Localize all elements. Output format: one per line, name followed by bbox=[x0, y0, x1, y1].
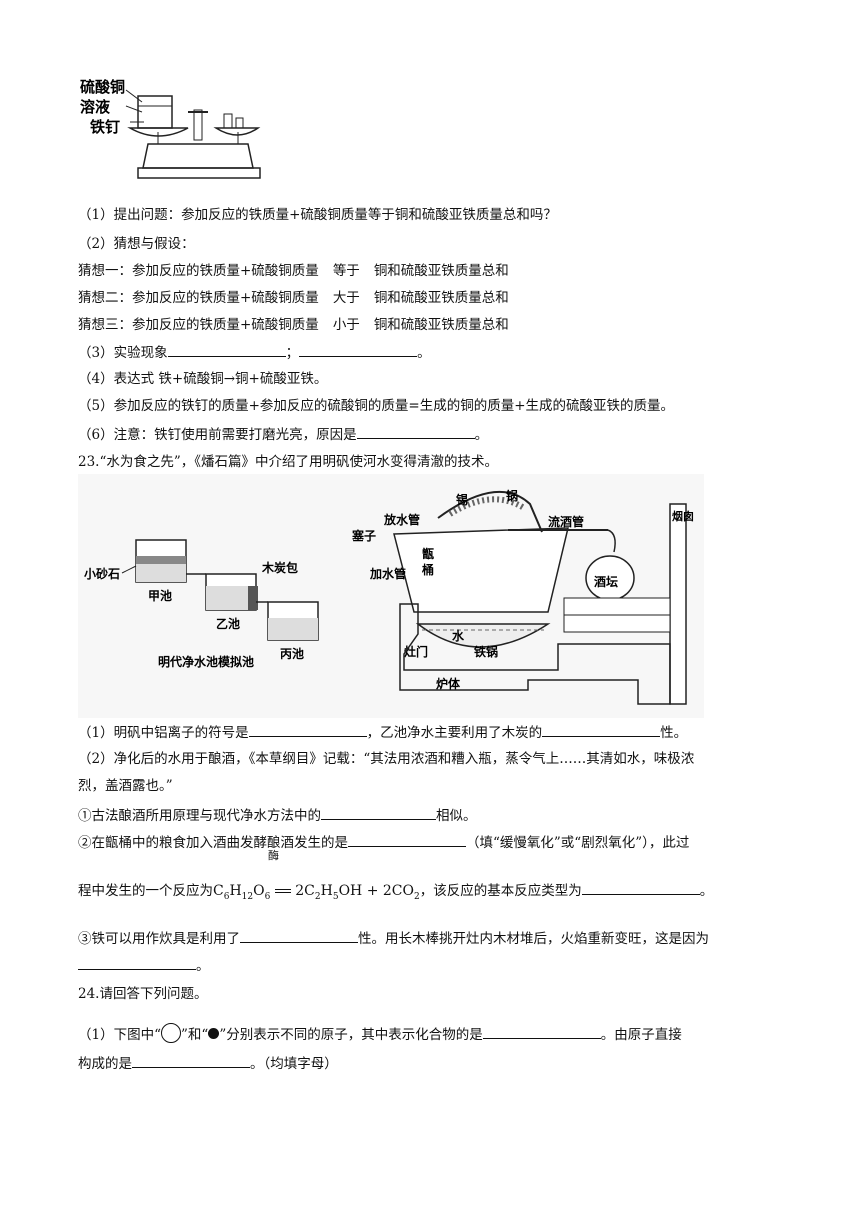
q23-blank-charcoal-property[interactable] bbox=[542, 722, 661, 737]
q24-line-1-b: ”和“ bbox=[181, 1027, 209, 1043]
q23-line-2a: （2）净化后的水用于酿酒，《本草纲目》记载：“其法用浓酒和糟入瓶，蒸令气上……其… bbox=[78, 751, 695, 767]
open-circle-atom-icon bbox=[161, 1023, 181, 1043]
q22-line-3-c: 。 bbox=[417, 345, 431, 361]
q22-line-6-b: 。 bbox=[474, 427, 489, 443]
q23-blank-oxidation[interactable] bbox=[348, 832, 466, 847]
label-pool-yi: 乙池 bbox=[216, 616, 240, 631]
q23-sub-2-cont: 程中发生的一个反应为C6H12O6 2C2H5OH + 2CO2，该反应的基本反… bbox=[78, 880, 713, 907]
label-furnace-body: 炉体 bbox=[436, 676, 461, 691]
figure1-label-copper-sulfate: 硫酸铜 bbox=[80, 78, 125, 96]
q23-sub-2-d: ，该反应的基本反应类型为 bbox=[419, 883, 582, 899]
q24-line-1-c: ”分别表示不同的原子，其中表示化合物的是 bbox=[219, 1027, 483, 1043]
label-stove-door: 灶门 bbox=[404, 644, 428, 659]
q22-line-3: （3）实验现象 ； 。 bbox=[78, 342, 431, 363]
q22-guess-2-b: 大于 bbox=[332, 290, 360, 306]
filled-circle-atom-icon bbox=[208, 1028, 220, 1039]
balance-figure: 硫酸铜 溶液 铁钉 bbox=[80, 78, 261, 179]
q23-blank-reaction-type[interactable] bbox=[581, 880, 700, 895]
q23-sub-2-c: 程中发生的一个反应为 bbox=[78, 883, 213, 899]
q22-line-4: （4）表达式 铁+硫酸铜→铜+硫酸亚铁。 bbox=[78, 371, 328, 387]
q22-line-6: （6）注意：铁钉使用前需要打磨光亮，原因是 。 bbox=[78, 424, 488, 445]
q24-blank-compound[interactable] bbox=[482, 1024, 601, 1039]
q23-sub-2: ②在甑桶中的粮食加入酒曲发酵酿酒发生的是 （填“缓慢氧化”或“剧烈氧化”），此过 bbox=[78, 832, 689, 853]
q23-blank-aluminum-ion[interactable] bbox=[248, 722, 367, 737]
label-water: 水 bbox=[452, 628, 465, 643]
q22-line-6-a: （6）注意：铁钉使用前需要打磨光亮，原因是 bbox=[78, 427, 357, 443]
label-drain-pipe: 放水管 bbox=[383, 512, 420, 527]
q22-line-2: （2）猜想与假设： bbox=[78, 236, 195, 252]
q23-sub-1-b: 相似。 bbox=[436, 808, 477, 824]
q24-line-2: 构成的是 。（均填字母） bbox=[78, 1053, 338, 1074]
q22-guess-3-b: 小于 bbox=[332, 317, 360, 333]
q22-guess-3-a: 猜想三：参加反应的铁质量+硫酸铜质量 bbox=[78, 317, 319, 333]
q23-blank-iron-property[interactable] bbox=[240, 928, 358, 943]
q23-sub-3-a: ③铁可以用作炊具是利用了 bbox=[78, 931, 240, 947]
q23-line-2b: 烈，盖酒露也。” bbox=[78, 778, 173, 794]
q22-guess-3-c: 铜和硫酸亚铁质量总和 bbox=[373, 317, 509, 333]
left-figure-caption: 明代净水池模拟池 bbox=[158, 654, 254, 669]
label-pool-jia: 甲池 bbox=[148, 588, 172, 603]
q22-guess-1-c: 铜和硫酸亚铁质量总和 bbox=[373, 263, 509, 279]
q23-sub-3-b: 性。用长木棒挑开灶内木材堆后，火焰重新变旺，这是因为 bbox=[358, 931, 709, 947]
label-charcoal-bag: 木炭包 bbox=[261, 560, 298, 575]
q23-sub-2-e: 。 bbox=[699, 883, 714, 899]
figure1-label-iron-nail: 铁钉 bbox=[90, 118, 120, 136]
q24-line-1-a: （1）下图中“ bbox=[78, 1027, 161, 1043]
q22-line-5: （5）参加反应的铁钉的质量+参加反应的硫酸铜的质量=生成的铜的质量+生成的硫酸亚… bbox=[78, 398, 675, 414]
label-small-gravel: 小砂石 bbox=[84, 566, 120, 581]
q23-line-1-a: （1）明矾中铝离子的符号是 bbox=[78, 725, 249, 741]
q23-sub-3: ③铁可以用作炊具是利用了 性。用长木棒挑开灶内木材堆后，火焰重新变旺，这是因为 bbox=[78, 928, 709, 949]
q22-line-3-b: ； bbox=[285, 345, 300, 361]
label-zeng: 甑 bbox=[422, 546, 434, 561]
q24-line-2-b: 。（均填字母） bbox=[250, 1056, 338, 1072]
q23-line-1: （1）明矾中铝离子的符号是 ，乙池净水主要利用了木炭的 性。 bbox=[78, 722, 687, 743]
q22-guess-1-a: 猜想一：参加反应的铁质量+硫酸铜质量 bbox=[78, 263, 319, 279]
q23-sub-1-a: ①古法酿酒所用原理与现代净水方法中的 bbox=[78, 808, 321, 824]
q23-enzyme-label: 酶 bbox=[268, 849, 279, 862]
label-tin: 锡 bbox=[456, 492, 468, 507]
q22-blank-phenomenon-1[interactable] bbox=[167, 342, 286, 357]
q24-line-2-a: 构成的是 bbox=[78, 1056, 132, 1072]
q23-blank-method[interactable] bbox=[321, 805, 436, 820]
label-liquor-pipe: 流酒管 bbox=[548, 514, 584, 529]
q22-guess-2: 猜想二：参加反应的铁质量+硫酸铜质量大于铜和硫酸亚铁质量总和 bbox=[78, 288, 509, 308]
label-pool-bing: 丙池 bbox=[280, 646, 304, 661]
q22-guess-3: 猜想三：参加反应的铁质量+硫酸铜质量小于铜和硫酸亚铁质量总和 bbox=[78, 315, 509, 335]
q23-sub-3-c: 。 bbox=[196, 958, 210, 974]
label-iron-pot: 铁锅 bbox=[474, 644, 498, 659]
label-stopper: 塞子 bbox=[352, 528, 376, 543]
q23-sub-1: ①古法酿酒所用原理与现代净水方法中的 相似。 bbox=[78, 805, 477, 826]
q24-line-1-d: 。由原子直接 bbox=[600, 1027, 682, 1043]
q23-title: 23.“水为食之先”，《燔石篇》中介绍了用明矾使河水变得清澈的技术。 bbox=[78, 454, 499, 470]
q24-blank-atoms[interactable] bbox=[132, 1053, 250, 1068]
q24-line-1: （1）下图中“ ”和“ ”分别表示不同的原子，其中表示化合物的是 。由原子直接 bbox=[78, 1023, 682, 1045]
q23-sub-2-b: （填“缓慢氧化”或“剧烈氧化”），此过 bbox=[466, 835, 690, 851]
q23-line-1-b: ，乙池净水主要利用了木炭的 bbox=[366, 725, 543, 741]
q22-guess-2-a: 猜想二：参加反应的铁质量+硫酸铜质量 bbox=[78, 290, 319, 306]
q22-guess-1: 猜想一：参加反应的铁质量+硫酸铜质量等于铜和硫酸亚铁质量总和 bbox=[78, 261, 509, 281]
q22-line-1: （1）提出问题：参加反应的铁质量+硫酸铜质量等于铜和硫酸亚铁质量总和吗？ bbox=[78, 207, 557, 223]
label-bucket: 桶 bbox=[422, 562, 434, 577]
water-purification-distillation-figure: 小砂石 甲池 木炭包 乙池 丙池 明代净水池模拟池 锡 锅 放水管 塞子 流酒管… bbox=[78, 474, 704, 718]
fermentation-equation: C6H12O6 2C2H5OH + 2CO2 bbox=[213, 883, 420, 902]
label-pot: 锅 bbox=[506, 488, 518, 503]
q22-line-3-a: （3）实验现象 bbox=[78, 345, 168, 361]
figure1-label-solution: 溶液 bbox=[80, 98, 111, 116]
label-wine-jar: 酒坛 bbox=[594, 574, 618, 589]
q22-blank-reason[interactable] bbox=[356, 424, 475, 439]
label-chimney: 烟囱 bbox=[672, 509, 694, 523]
q24-title: 24.请回答下列问题。 bbox=[78, 986, 208, 1002]
q23-sub-3-cont: 。 bbox=[78, 955, 210, 976]
q22-guess-2-c: 铜和硫酸亚铁质量总和 bbox=[373, 290, 509, 306]
q23-line-1-c: 性。 bbox=[660, 725, 688, 741]
q23-sub-2-a: ②在甑桶中的粮食加入酒曲发酵酿酒发生的是 bbox=[78, 835, 348, 851]
q23-blank-flame-reason[interactable] bbox=[78, 955, 196, 970]
label-water-inlet: 加水管 bbox=[369, 566, 406, 581]
q22-guess-1-b: 等于 bbox=[332, 263, 360, 279]
q22-blank-phenomenon-2[interactable] bbox=[299, 342, 418, 357]
